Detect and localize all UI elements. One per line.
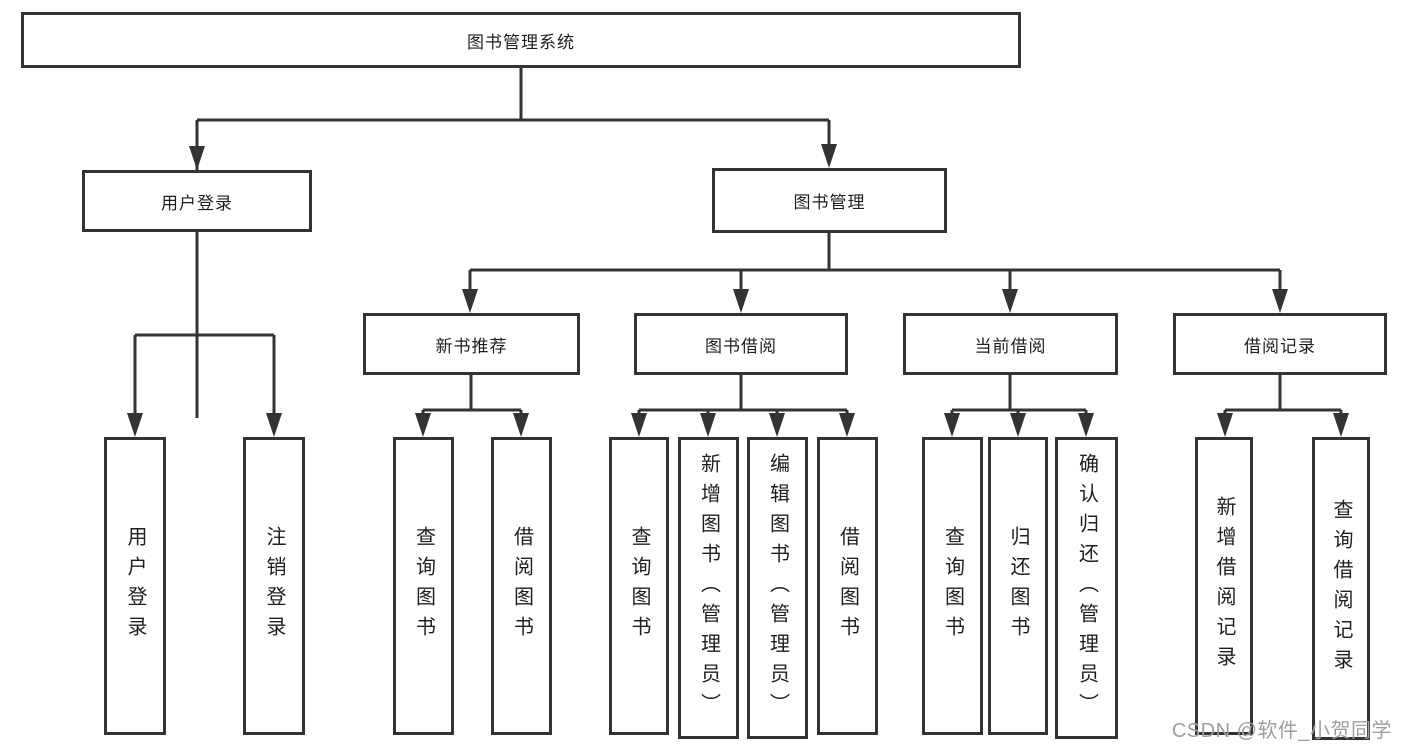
arrow-icon	[631, 413, 647, 437]
node-label: 用户登录	[124, 526, 146, 646]
tree-edges	[133, 68, 1343, 420]
leaf-query-books-current: 查询图书	[922, 437, 983, 735]
edge-records-branch	[1223, 375, 1343, 420]
arrow-icon	[821, 144, 837, 168]
edge-borrow-branch	[637, 375, 849, 420]
node-label: 查询图书	[412, 526, 435, 646]
node-label: 图书管理系统	[467, 32, 575, 52]
leaf-borrow-books-recommend: 借阅图书	[491, 437, 552, 735]
arrow-icon	[462, 289, 478, 313]
leaf-query-borrow-record: 查询借阅记录	[1312, 437, 1370, 740]
node-label: 归还图书	[1007, 526, 1029, 646]
node-label: 查询借阅记录	[1330, 498, 1352, 679]
arrow-icon	[127, 413, 143, 437]
arrow-icon	[1217, 413, 1233, 437]
arrow-icon	[415, 413, 431, 437]
node-current-borrowing: 当前借阅	[903, 313, 1118, 375]
arrow-icon	[1010, 413, 1026, 437]
arrow-icon	[189, 146, 205, 170]
arrow-icon	[1333, 413, 1349, 437]
arrow-icon	[944, 413, 960, 437]
node-label: 图书借阅	[705, 336, 777, 356]
node-book-borrowing: 图书借阅	[634, 313, 848, 375]
csdn-watermark: CSDN @软件_小贺同学	[1171, 720, 1392, 742]
node-label: 确认归还（管理员）	[1075, 453, 1098, 723]
arrow-icon	[769, 413, 785, 437]
arrow-icon	[266, 413, 282, 437]
arrow-icon	[513, 413, 529, 437]
node-label: 当前借阅	[974, 336, 1047, 356]
node-label: 借阅图书	[836, 526, 859, 646]
node-label: 用户登录	[161, 193, 233, 213]
leaf-edit-book-admin: 编辑图书（管理员）	[747, 437, 808, 739]
leaf-borrow-books: 借阅图书	[817, 437, 878, 735]
node-label: 查询图书	[628, 526, 650, 646]
node-label: 查询图书	[941, 526, 964, 646]
arrow-icon	[733, 289, 749, 313]
leaf-return-book: 归还图书	[988, 437, 1048, 735]
leaf-user-login: 用户登录	[104, 437, 166, 735]
arrow-icon	[839, 413, 855, 437]
node-root-system: 图书管理系统	[21, 12, 1021, 68]
arrow-icon	[1272, 289, 1288, 313]
leaf-query-books-recommend: 查询图书	[393, 437, 454, 735]
arrow-icon	[1002, 289, 1018, 313]
arrow-icon	[700, 413, 716, 437]
node-new-book-recommend: 新书推荐	[363, 313, 580, 375]
leaf-query-books-borrow: 查询图书	[609, 437, 669, 735]
node-borrowing-records: 借阅记录	[1173, 313, 1387, 375]
node-label: 新增图书（管理员）	[697, 453, 720, 723]
node-label: 编辑图书（管理员）	[766, 453, 789, 723]
node-label: 注销登录	[263, 526, 285, 646]
leaf-logout: 注销登录	[243, 437, 305, 735]
node-user-login: 用户登录	[82, 170, 312, 232]
leaf-add-borrow-record: 新增借阅记录	[1195, 437, 1253, 735]
leaf-add-book-admin: 新增图书（管理员）	[678, 437, 739, 739]
arrow-icon	[1078, 413, 1094, 437]
arrowheads	[127, 144, 1349, 437]
edge-login-branch	[133, 232, 276, 418]
edge-root-to-level2	[195, 68, 831, 418]
leaf-confirm-return-admin: 确认归还（管理员）	[1055, 437, 1118, 739]
node-book-management: 图书管理	[712, 168, 947, 233]
node-label: 图书管理	[793, 193, 866, 212]
node-label: 借阅图书	[510, 526, 533, 646]
edge-newbook-branch	[421, 375, 523, 420]
node-label: 新增借阅记录	[1213, 496, 1235, 676]
edge-bookmgmt-branch	[468, 233, 1282, 294]
node-label: 新书推荐	[435, 336, 508, 356]
node-label: 借阅记录	[1244, 336, 1316, 356]
